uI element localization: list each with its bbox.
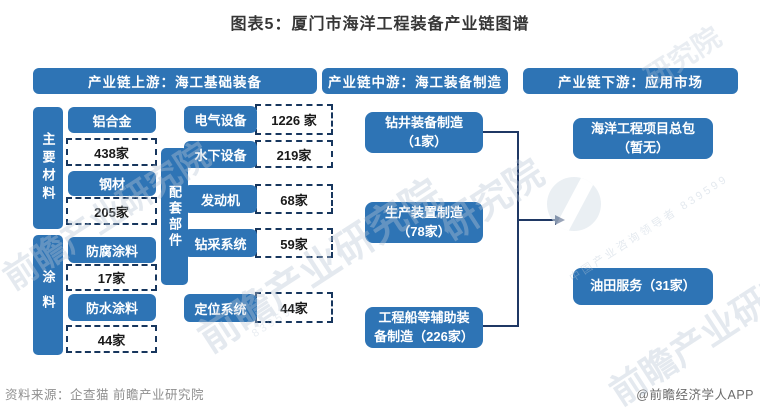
group-coatings: 涂料 — [33, 235, 63, 355]
material-aluminum-alloy-count: 438家 — [66, 138, 157, 166]
component-drilling-system-count: 59家 — [255, 228, 333, 258]
material-waterproof-coating-count: 44家 — [66, 325, 157, 353]
midstream-drilling-equipment-line1: 钻井装备制造 — [384, 114, 463, 130]
footer-source: 资料来源：企查猫 前瞻产业研究院 — [5, 388, 204, 402]
midstream-engineering-ship-line1: 工程船等辅助装 — [378, 309, 470, 325]
downstream-oilfield-service-box: 油田服务（31家） — [573, 268, 713, 305]
midstream-drilling-equipment-box: 钻井装备制造 （1家） — [365, 112, 483, 153]
component-positioning-system-count: 44家 — [255, 292, 333, 323]
component-drilling-system: 钻采系统 — [184, 229, 257, 257]
material-steel-count: 205家 — [66, 197, 157, 225]
component-engine: 发动机 — [184, 185, 257, 213]
component-electrical-equipment: 电气设备 — [184, 106, 257, 133]
group-main-materials: 主要材料 — [33, 107, 63, 229]
connector-arrow-line — [519, 219, 556, 221]
connector-vertical-line — [517, 131, 519, 327]
midstream-production-device-box: 生产装置制造 （78家） — [365, 202, 483, 243]
material-anticorrosive-coating: 防腐涂料 — [68, 237, 156, 263]
group-supporting-components: 配套部件 — [161, 148, 188, 285]
page-title: 图表5：厦门市海洋工程装备产业链图谱 — [230, 16, 530, 33]
material-aluminum-alloy: 铝合金 — [68, 107, 156, 133]
component-underwater-equipment: 水下设备 — [184, 141, 257, 168]
downstream-oilfield-service-line1: 油田服务（31家） — [590, 278, 696, 294]
connector-bottom-line — [483, 325, 519, 327]
downstream-epc-line2: （暂无） — [616, 139, 669, 155]
footer-credit: @前瞻经济学人APP — [636, 388, 754, 402]
arrow-right-icon — [555, 215, 565, 225]
header-midstream: 产业链中游：海工装备制造 — [322, 68, 508, 94]
material-anticorrosive-coating-count: 17家 — [66, 264, 157, 291]
component-electrical-equipment-count: 1226 家 — [255, 104, 333, 135]
midstream-drilling-equipment-line2: （1家） — [400, 133, 448, 149]
connector-top-line — [483, 131, 519, 133]
material-waterproof-coating: 防水涂料 — [68, 294, 156, 321]
downstream-epc-line1: 海洋工程项目总包 — [590, 120, 695, 136]
midstream-engineering-ship-box: 工程船等辅助装 备制造（226家） — [365, 307, 483, 348]
header-downstream: 产业链下游：应用市场 — [523, 68, 738, 94]
component-engine-count: 68家 — [255, 184, 333, 214]
watermark-digits: 839599 — [678, 172, 731, 213]
header-upstream: 产业链上游：海工基础装备 — [33, 68, 317, 94]
midstream-production-device-line1: 生产装置制造 — [384, 204, 463, 220]
component-positioning-system: 定位系统 — [184, 294, 257, 322]
midstream-engineering-ship-line2: 备制造（226家） — [374, 328, 474, 344]
material-steel: 钢材 — [68, 171, 156, 196]
component-underwater-equipment-count: 219家 — [255, 140, 333, 168]
midstream-production-device-line2: （78家） — [397, 223, 451, 239]
downstream-epc-box: 海洋工程项目总包 （暂无） — [573, 118, 713, 159]
